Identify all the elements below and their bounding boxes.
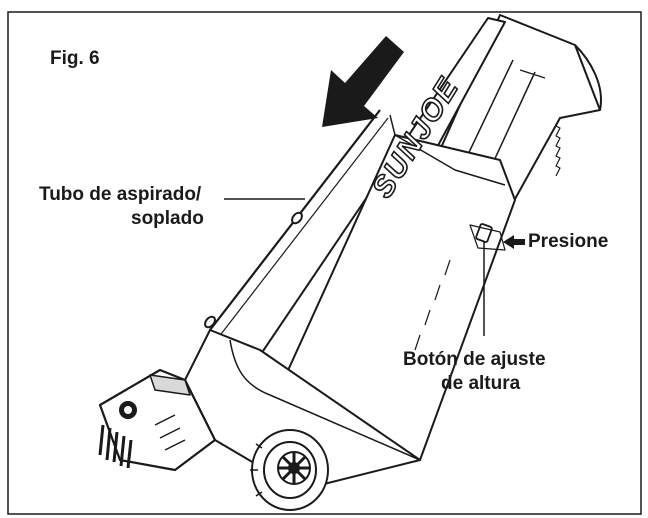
wheel bbox=[250, 429, 329, 511]
blower-vacuum-drawing bbox=[98, 14, 602, 511]
tube-label-line2: soplado bbox=[131, 208, 204, 229]
figure-frame bbox=[7, 11, 642, 515]
figure-title: Fig. 6 bbox=[50, 48, 100, 69]
height-button-label-line1: Botón de ajuste bbox=[403, 349, 546, 370]
nozzle-teeth bbox=[98, 424, 133, 469]
height-button-label-line2: de altura bbox=[441, 373, 521, 394]
tube-label-line1: Tubo de aspirado/ bbox=[39, 184, 202, 205]
height-button bbox=[475, 223, 493, 243]
direction-arrow bbox=[322, 36, 404, 127]
press-arrow bbox=[503, 235, 525, 249]
press-label: Presione bbox=[528, 231, 609, 252]
